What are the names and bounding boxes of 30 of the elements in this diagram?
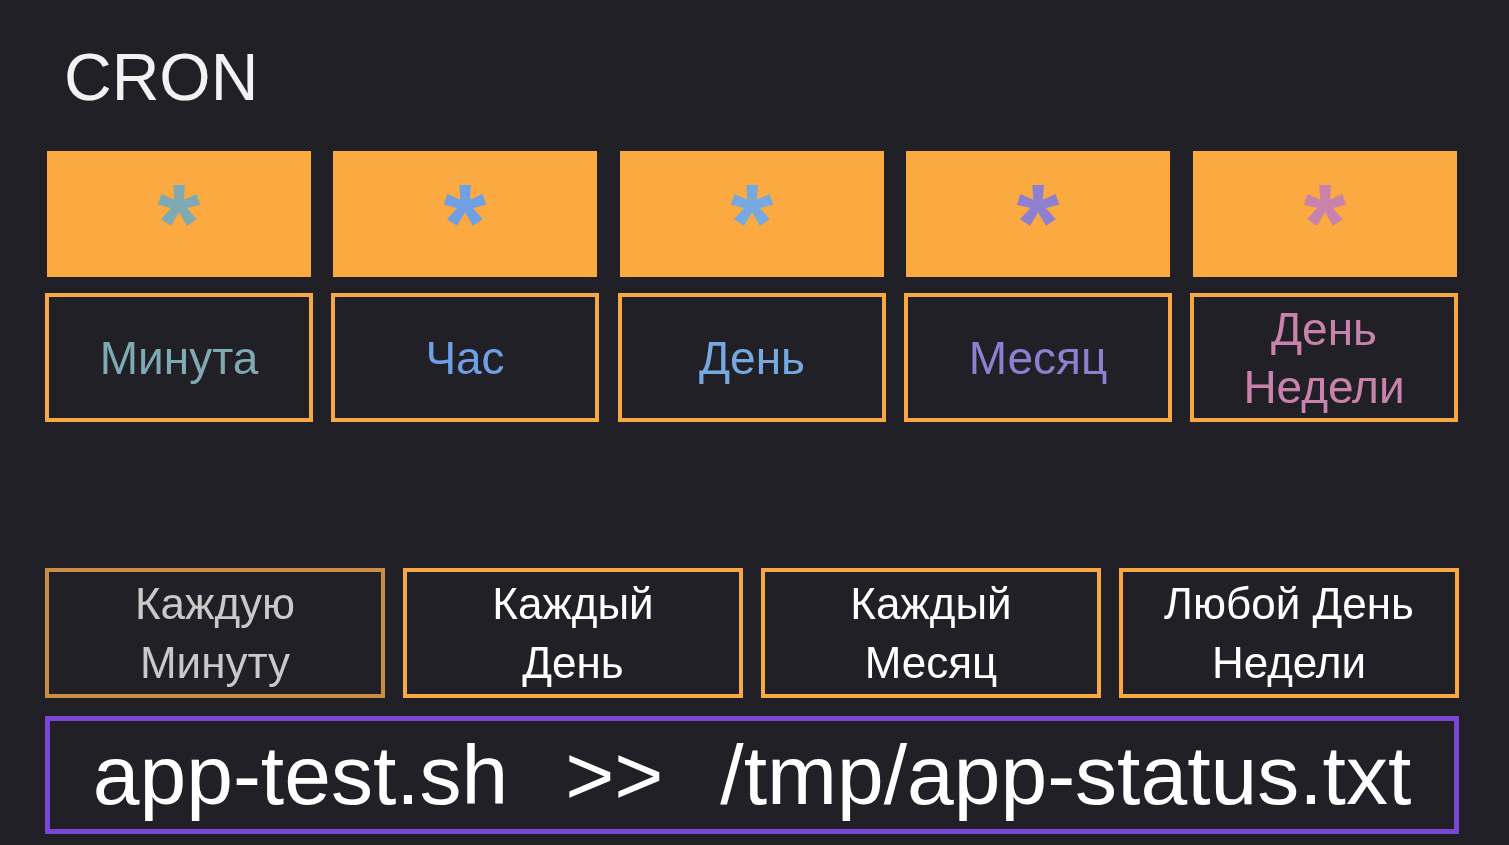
wildcard-tile — [333, 151, 597, 277]
asterisk-text: * — [1303, 167, 1347, 277]
field-label: День — [698, 330, 806, 386]
meaning-box — [761, 568, 1101, 698]
field-label: Час — [425, 330, 505, 386]
field-box — [618, 293, 886, 422]
meaning-label: Каждый Месяц — [849, 578, 1013, 689]
wildcard-tile — [1193, 151, 1457, 277]
field-box — [331, 293, 599, 422]
command-box — [45, 716, 1459, 834]
field-box — [45, 293, 313, 422]
field-box — [1190, 293, 1458, 422]
slide-title: CRON — [64, 44, 259, 110]
meaning-box — [1119, 568, 1459, 698]
asterisk-text: * — [730, 167, 774, 277]
wildcard-tile — [47, 151, 311, 277]
meaning-box — [403, 568, 743, 698]
field-label: Месяц — [968, 330, 1108, 386]
meaning-label: Каждый День — [491, 578, 655, 689]
asterisk-text: * — [157, 167, 201, 277]
field-label: День Недели — [1242, 301, 1406, 415]
meaning-box — [45, 568, 385, 698]
asterisk-text: * — [1016, 167, 1060, 277]
field-label: Минута — [99, 330, 259, 386]
meaning-label: Каждую Минуту — [133, 578, 297, 689]
meaning-label: Любой День Недели — [1163, 578, 1415, 689]
field-box — [904, 293, 1172, 422]
wildcard-tile — [906, 151, 1170, 277]
asterisk-text: * — [443, 167, 487, 277]
wildcard-tile — [620, 151, 884, 277]
